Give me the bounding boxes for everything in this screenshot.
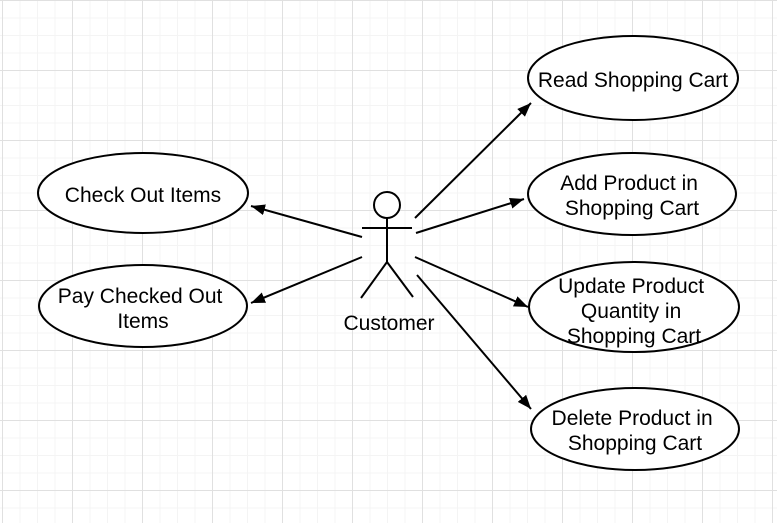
use-case-label: Add Product in Shopping Cart: [560, 172, 704, 220]
association-arrow-update-product-quantity[interactable]: [414, 256, 529, 308]
use-case-read-shopping-cart[interactable]: Read Shopping Cart: [527, 35, 739, 121]
actor-right-leg: [386, 261, 414, 298]
use-case-add-product-in-shopping-cart[interactable]: Add Product in Shopping Cart: [527, 152, 737, 236]
actor-left-leg: [360, 261, 388, 299]
use-case-label: Update Product Quantity in Shopping Cart: [558, 275, 710, 348]
actor-customer[interactable]: Customer: [343, 191, 435, 335]
use-case-ellipse: [527, 35, 739, 121]
association-arrows: [250, 102, 532, 410]
actor-head: [373, 191, 401, 219]
association-arrow-check-out-items[interactable]: [250, 204, 363, 238]
association-arrow-add-product[interactable]: [415, 197, 525, 234]
use-case-ellipse: [37, 152, 249, 234]
actor-label: Customer: [343, 312, 434, 335]
use-case-label: Read Shopping Cart: [538, 69, 728, 92]
association-arrow-pay-checked-out-items[interactable]: [250, 256, 363, 304]
use-case-ellipse: [38, 264, 248, 348]
use-case-label: Delete Product in Shopping Cart: [552, 407, 719, 455]
use-case-pay-checked-out-items[interactable]: Pay Checked Out Items: [38, 264, 248, 348]
use-case-ellipse: [530, 387, 740, 471]
use-case-label: Pay Checked Out Items: [58, 285, 228, 333]
use-case-check-out-items[interactable]: Check Out Items: [37, 152, 249, 234]
association-arrow-delete-product[interactable]: [416, 274, 532, 410]
use-case-ellipse: [528, 261, 740, 353]
use-case-label: Check Out Items: [65, 184, 221, 207]
use-case-delete-product-in-shopping-cart[interactable]: Delete Product in Shopping Cart: [530, 387, 740, 471]
use-case-update-product-quantity-in-shopping-cart[interactable]: Update Product Quantity in Shopping Cart: [528, 261, 740, 353]
association-arrow-read-shopping-cart[interactable]: [414, 102, 532, 219]
use-case-ellipse: [527, 152, 737, 236]
